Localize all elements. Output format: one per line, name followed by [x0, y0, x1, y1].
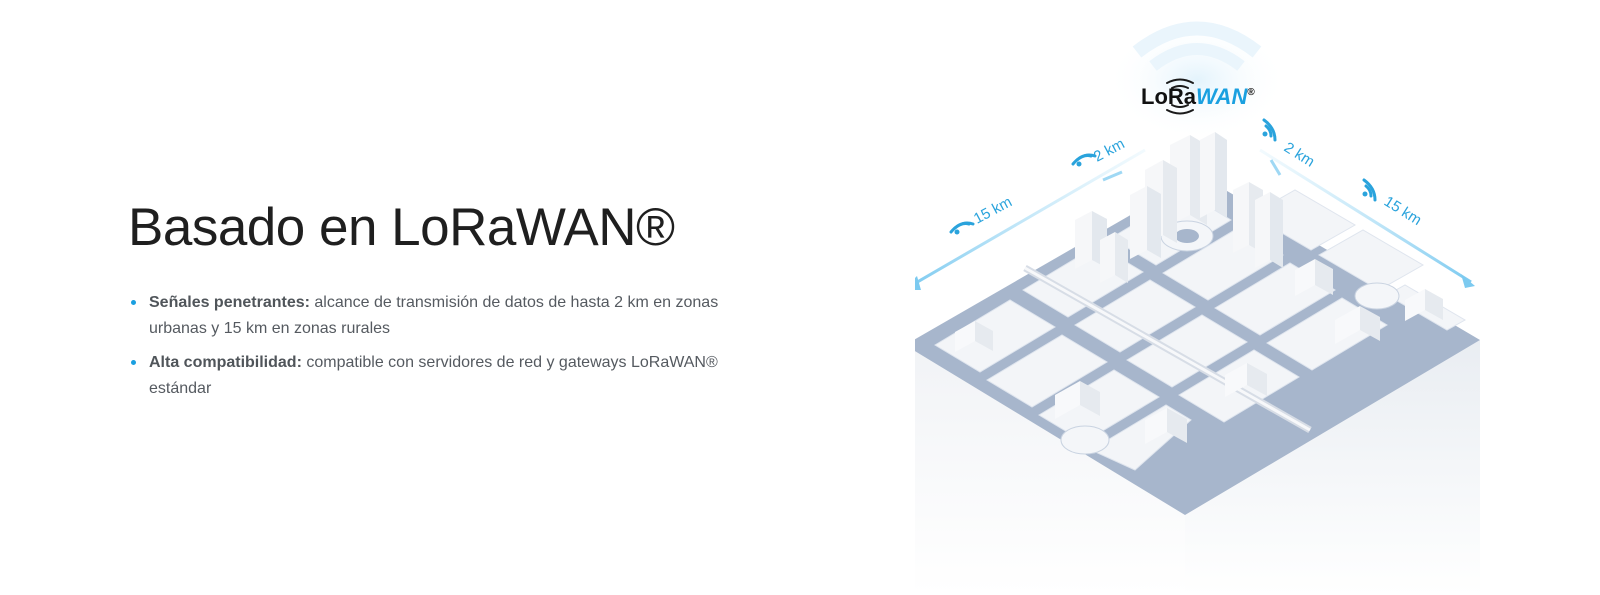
section-title: Basado en LoRaWAN® [128, 198, 675, 257]
feature-list: Señales penetrantes: alcance de transmis… [128, 290, 748, 402]
feature-text: alcance de transmisión de datos de hasta… [149, 294, 719, 337]
content-column: Basado en LoRaWAN® Señales penetrantes: … [128, 196, 748, 410]
lorawan-logo: LoRaWAN® [1141, 78, 1255, 115]
signal-glow [1107, 20, 1287, 140]
smart-city-illustration: 15 km 2 km 2 km 15 km LoRaWAN® [915, 0, 1515, 595]
block-side-right [1185, 340, 1480, 595]
bullet-dot [131, 360, 136, 365]
wifi-icon [949, 221, 975, 234]
roundabout [1354, 282, 1400, 310]
short-arrow-left [1102, 170, 1123, 182]
skyscrapers [1075, 132, 1283, 283]
svg-text:LoRaWAN®: LoRaWAN® [1141, 84, 1255, 109]
block-side-left [915, 351, 1185, 595]
logo-wan-text: WAN [1196, 84, 1248, 109]
short-arrow-right [1269, 159, 1282, 176]
distance-label: 2 km [1091, 135, 1128, 165]
bullet-dot [131, 300, 136, 305]
distance-label: 15 km [1381, 193, 1425, 229]
feature-item: Señales penetrantes: alcance de transmis… [128, 290, 748, 342]
wifi-icon [1071, 153, 1097, 166]
logo-lora-text: LoRa [1141, 84, 1197, 109]
city-block-graphic: 15 km 2 km 2 km 15 km LoRaWAN® [915, 20, 1480, 595]
range-arrow-left [915, 148, 1146, 286]
roundabout [1060, 425, 1110, 455]
low-buildings [955, 259, 1443, 444]
range-arrow-right [1259, 148, 1472, 284]
distance-label: 15 km [971, 193, 1015, 227]
wifi-icon [1362, 178, 1377, 202]
feature-text: compatible con servidores de red y gatew… [149, 354, 718, 397]
wifi-icon [1262, 118, 1277, 142]
feature-item: Alta compatibilidad: compatible con serv… [128, 350, 748, 402]
feature-lead: Alta compatibilidad: [149, 354, 302, 371]
logo-reg-mark: ® [1247, 87, 1255, 98]
feature-lead: Señales penetrantes: [149, 294, 310, 311]
